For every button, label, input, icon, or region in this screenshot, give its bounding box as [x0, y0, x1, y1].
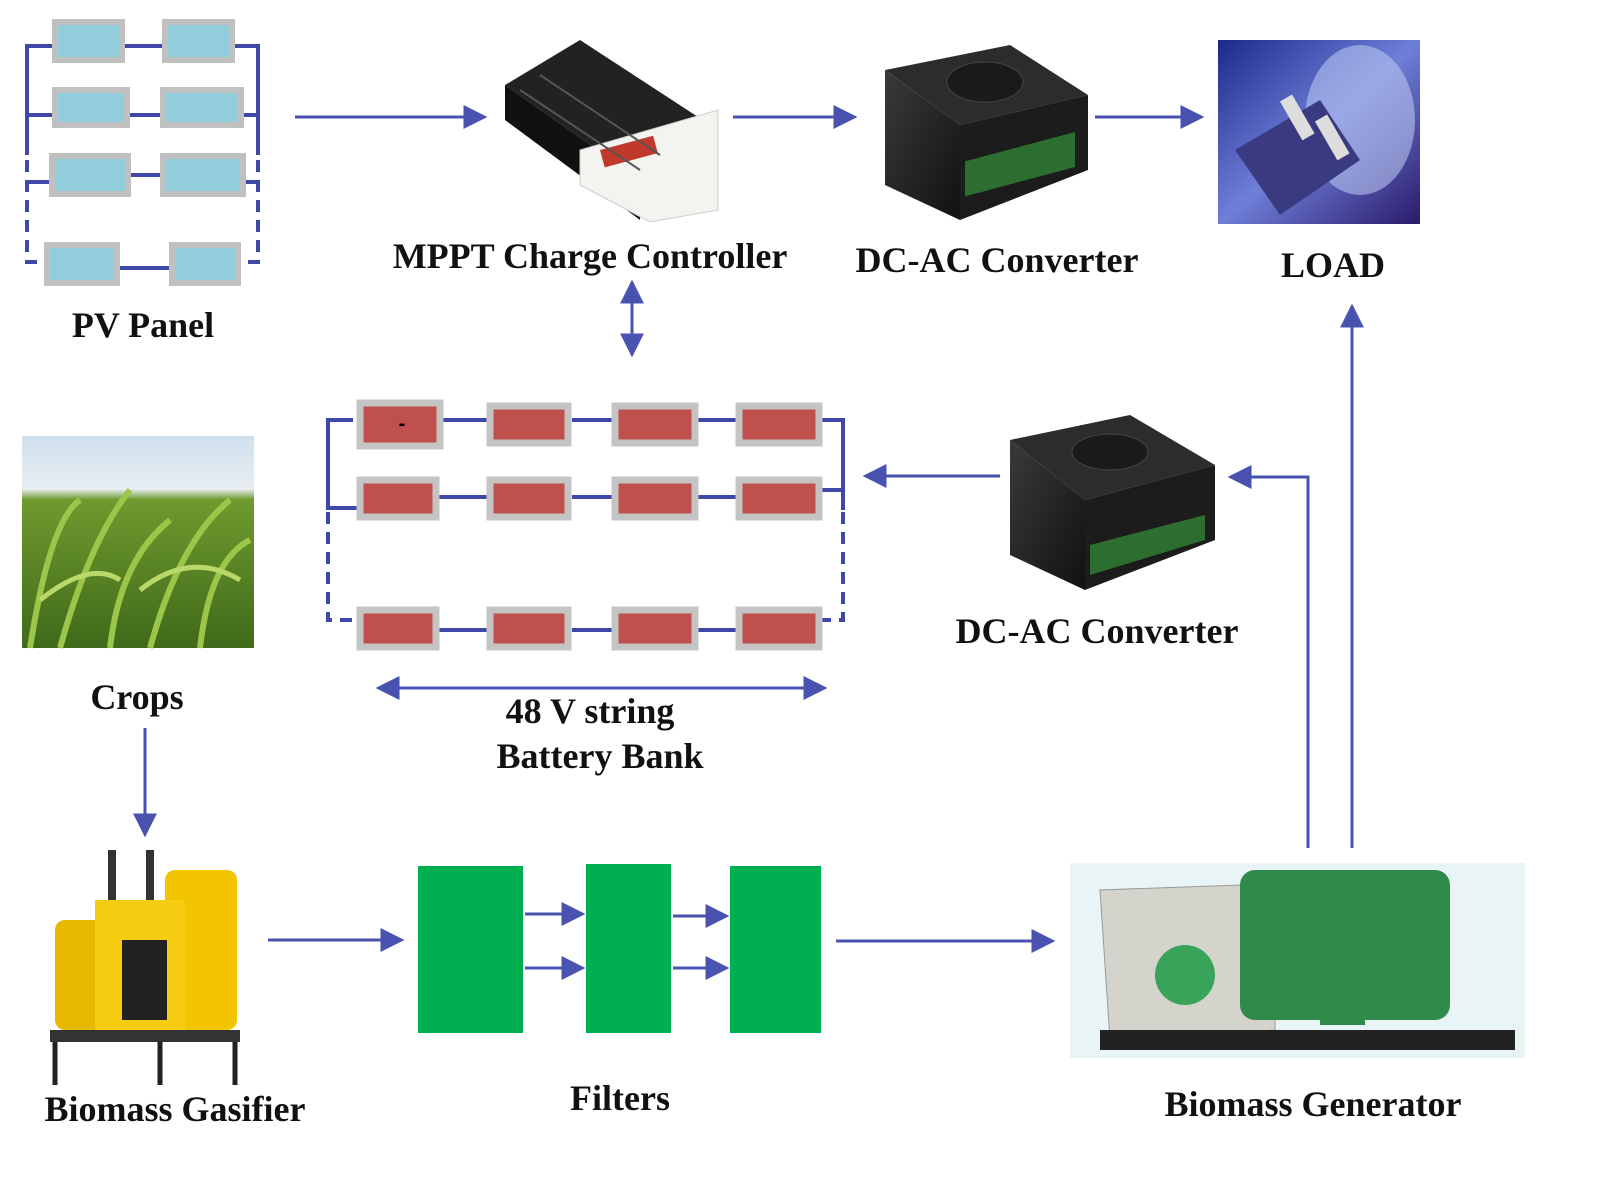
gasifier-label: Biomass Gasifier [45, 1089, 306, 1129]
filter-3 [730, 866, 821, 1033]
dcac-mid-label: DC-AC Converter [956, 611, 1239, 651]
load-label: LOAD [1281, 245, 1385, 285]
dcac-converter-mid-image [1010, 415, 1215, 590]
filters [418, 864, 821, 1033]
crops-label: Crops [90, 677, 183, 717]
generator-label: Biomass Generator [1165, 1084, 1462, 1124]
arrow-generator-to-dcac [1227, 465, 1310, 848]
filter-2 [586, 864, 671, 1033]
filters-label: Filters [570, 1078, 670, 1118]
filter-1 [418, 866, 523, 1033]
pv-panel-array [25, 19, 260, 286]
battery-minus-sign: - [399, 413, 406, 435]
gasifier-image [50, 850, 240, 1085]
mppt-label: MPPT Charge Controller [393, 236, 788, 276]
battery-label-line1: 48 V string [506, 691, 675, 731]
dcac-top-label: DC-AC Converter [856, 240, 1139, 280]
crops-image [22, 436, 254, 649]
battery-label-line2: Battery Bank [497, 736, 704, 776]
mppt-controller-image [505, 40, 719, 223]
load-plug-image [1218, 40, 1420, 224]
dcac-converter-top-image [885, 45, 1088, 220]
generator-image [1070, 863, 1525, 1058]
battery-bank: - [326, 399, 845, 651]
pv-panel-label: PV Panel [72, 305, 214, 345]
